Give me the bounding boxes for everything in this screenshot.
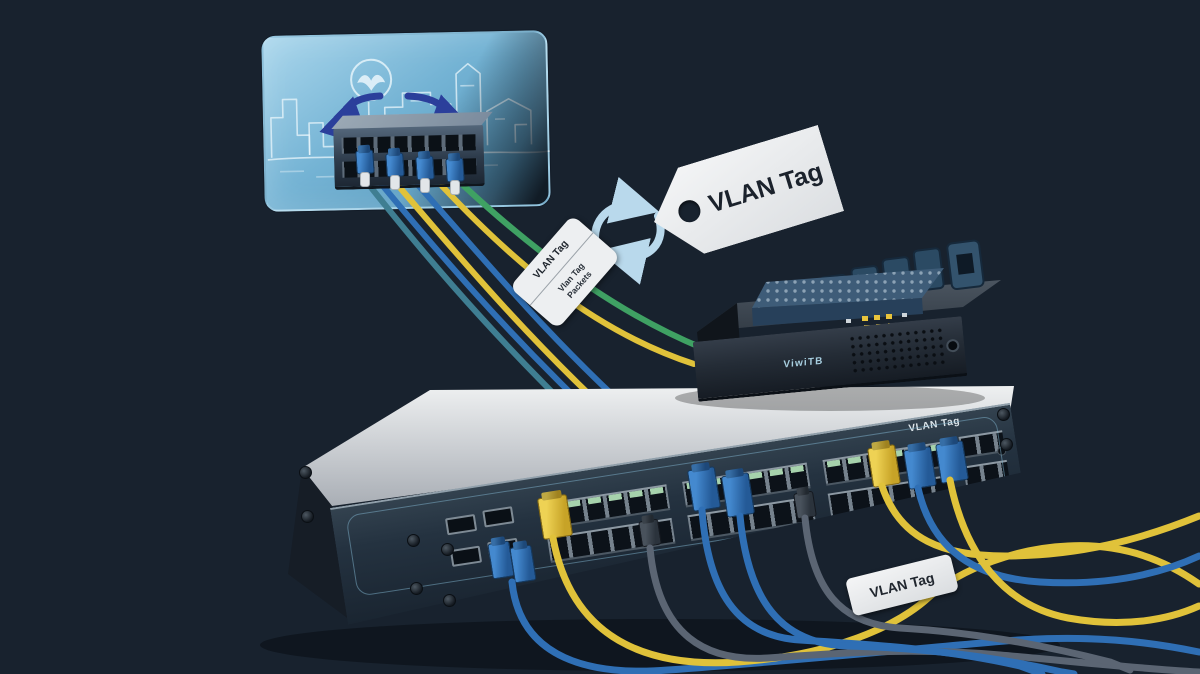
screw bbox=[443, 594, 456, 607]
terminal-module bbox=[752, 268, 944, 330]
switch-top-face bbox=[302, 386, 1014, 506]
cable-boot bbox=[360, 172, 370, 187]
screw bbox=[441, 543, 454, 556]
screw bbox=[1000, 438, 1013, 451]
floor-shadow bbox=[260, 619, 1060, 671]
screw bbox=[407, 534, 420, 547]
screw bbox=[410, 582, 423, 595]
screw bbox=[301, 510, 314, 523]
cable-boot bbox=[390, 175, 400, 190]
cable-boot bbox=[450, 180, 460, 195]
screw bbox=[299, 466, 312, 479]
screw bbox=[997, 408, 1010, 421]
cable-boot bbox=[420, 178, 430, 193]
switch-side-face bbox=[288, 468, 350, 620]
